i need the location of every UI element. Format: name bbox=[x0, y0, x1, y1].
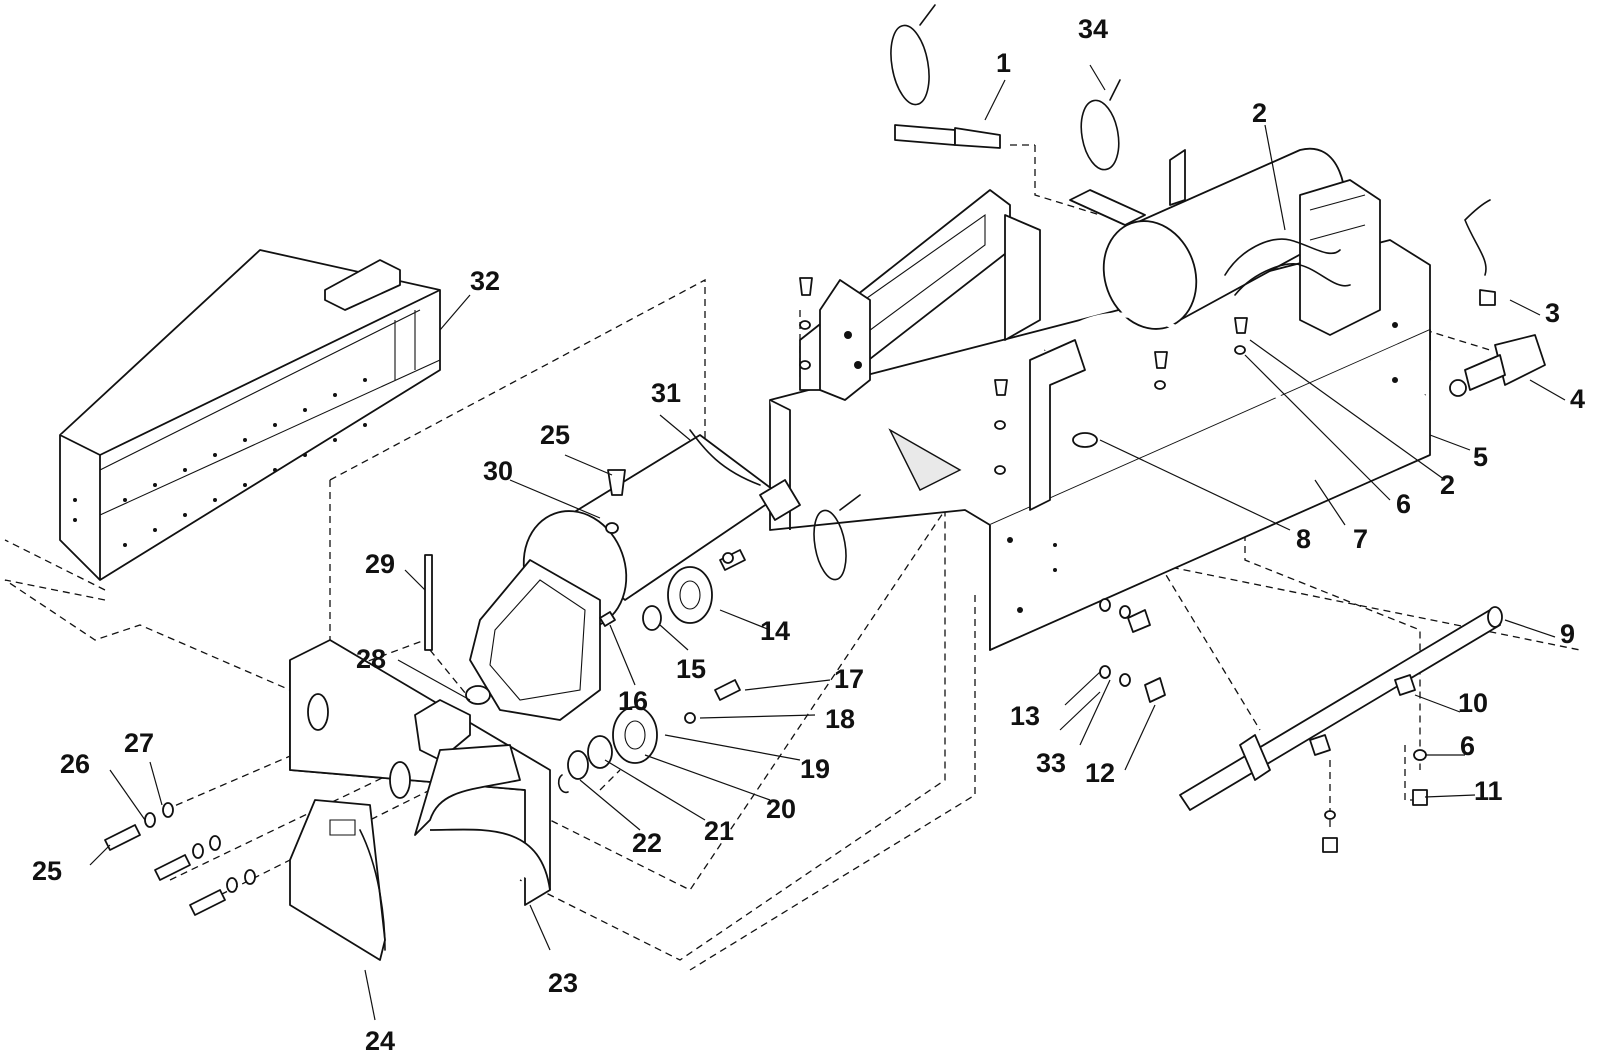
tank-cylinder bbox=[1069, 147, 1381, 336]
callout-29: 29 bbox=[365, 549, 395, 579]
callout-34: 34 bbox=[1078, 14, 1108, 44]
chassis-frame bbox=[769, 239, 1431, 651]
cover-housing bbox=[59, 249, 441, 581]
manifold-pipe bbox=[1179, 606, 1503, 811]
callout-33: 33 bbox=[1036, 748, 1066, 778]
callout-8: 8 bbox=[1296, 524, 1311, 554]
connector-plug bbox=[894, 124, 1001, 149]
bearing-parts bbox=[557, 549, 746, 794]
callout-21: 21 bbox=[704, 816, 734, 846]
callout-32: 32 bbox=[470, 266, 500, 296]
shield-plate bbox=[289, 799, 386, 961]
solenoid-valve bbox=[1449, 199, 1546, 397]
callout-18: 18 bbox=[825, 704, 855, 734]
callout-11: 11 bbox=[1474, 776, 1503, 806]
callout-10: 10 bbox=[1458, 688, 1488, 718]
mount-post bbox=[1029, 339, 1098, 511]
callout-labels: 1 2 2 3 4 5 6 6 7 8 9 10 11 12 13 14 15 … bbox=[32, 14, 1585, 1056]
callout-28: 28 bbox=[356, 644, 386, 674]
callout-6a: 6 bbox=[1396, 489, 1411, 519]
wire-harness bbox=[1224, 238, 1351, 296]
fasteners bbox=[104, 277, 1428, 916]
callout-19: 19 bbox=[800, 754, 830, 784]
callout-17: 17 bbox=[834, 664, 864, 694]
leader-lines bbox=[89, 64, 1566, 1021]
callout-2b: 2 bbox=[1440, 470, 1455, 500]
callout-2a: 2 bbox=[1252, 98, 1267, 128]
end-plate bbox=[289, 639, 551, 906]
rear-bracket bbox=[799, 189, 1041, 401]
callout-26: 26 bbox=[60, 749, 90, 779]
callout-4: 4 bbox=[1570, 384, 1585, 414]
callout-14: 14 bbox=[760, 616, 790, 646]
callout-20: 20 bbox=[766, 794, 796, 824]
callout-3: 3 bbox=[1545, 298, 1560, 328]
callout-15: 15 bbox=[676, 654, 706, 684]
callout-30: 30 bbox=[483, 456, 513, 486]
callout-9: 9 bbox=[1560, 619, 1575, 649]
callout-13: 13 bbox=[1010, 701, 1040, 731]
callout-25a: 25 bbox=[540, 420, 570, 450]
drive-motor bbox=[469, 429, 801, 721]
callout-27: 27 bbox=[124, 728, 154, 758]
callout-7: 7 bbox=[1353, 524, 1368, 554]
callout-31: 31 bbox=[651, 378, 681, 408]
callout-1: 1 bbox=[996, 48, 1011, 78]
callout-6b: 6 bbox=[1460, 731, 1475, 761]
callout-22: 22 bbox=[632, 828, 662, 858]
callout-25b: 25 bbox=[32, 856, 62, 886]
callout-24: 24 bbox=[365, 1026, 395, 1056]
callout-5: 5 bbox=[1473, 442, 1488, 472]
callout-12: 12 bbox=[1085, 758, 1115, 788]
callout-16: 16 bbox=[618, 686, 648, 716]
cable-ties bbox=[813, 4, 1121, 581]
callout-23: 23 bbox=[548, 968, 578, 998]
